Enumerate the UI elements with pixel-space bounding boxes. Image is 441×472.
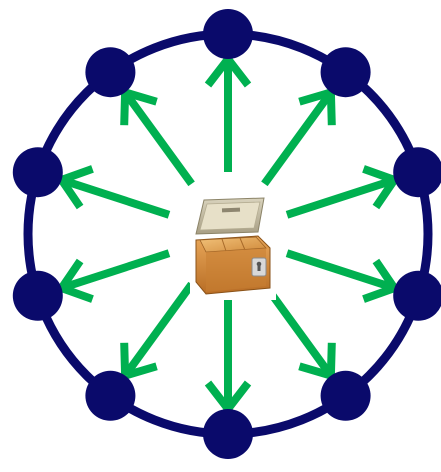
arrow-2 — [264, 92, 331, 183]
arrow-4 — [287, 253, 394, 299]
arrow-shaft — [127, 284, 192, 373]
ring-node-4 — [393, 271, 441, 321]
arrow-shaft — [64, 181, 169, 215]
ring-node-10 — [85, 47, 135, 97]
ring-node-2 — [321, 47, 371, 97]
arrow-shaft — [127, 95, 192, 184]
ring-node-1 — [203, 9, 253, 59]
ring-node-6 — [203, 409, 253, 459]
cash-box-icon — [190, 196, 276, 300]
arrow-3 — [287, 169, 394, 215]
arrow-10 — [124, 92, 191, 183]
arrow-8 — [62, 253, 169, 299]
arrow-6 — [208, 296, 248, 409]
ring-node-3 — [393, 147, 441, 197]
ring-node-5 — [321, 371, 371, 421]
ring-node-8 — [13, 271, 63, 321]
arrow-7 — [124, 284, 191, 375]
arrow-9 — [62, 169, 169, 215]
arrow-shaft — [287, 181, 392, 215]
arrow-1 — [208, 59, 248, 172]
ring-node-7 — [85, 371, 135, 421]
arrow-shaft — [287, 253, 392, 287]
arrow-shaft — [264, 95, 329, 184]
arrow-shaft — [64, 253, 169, 287]
ring-node-9 — [13, 147, 63, 197]
